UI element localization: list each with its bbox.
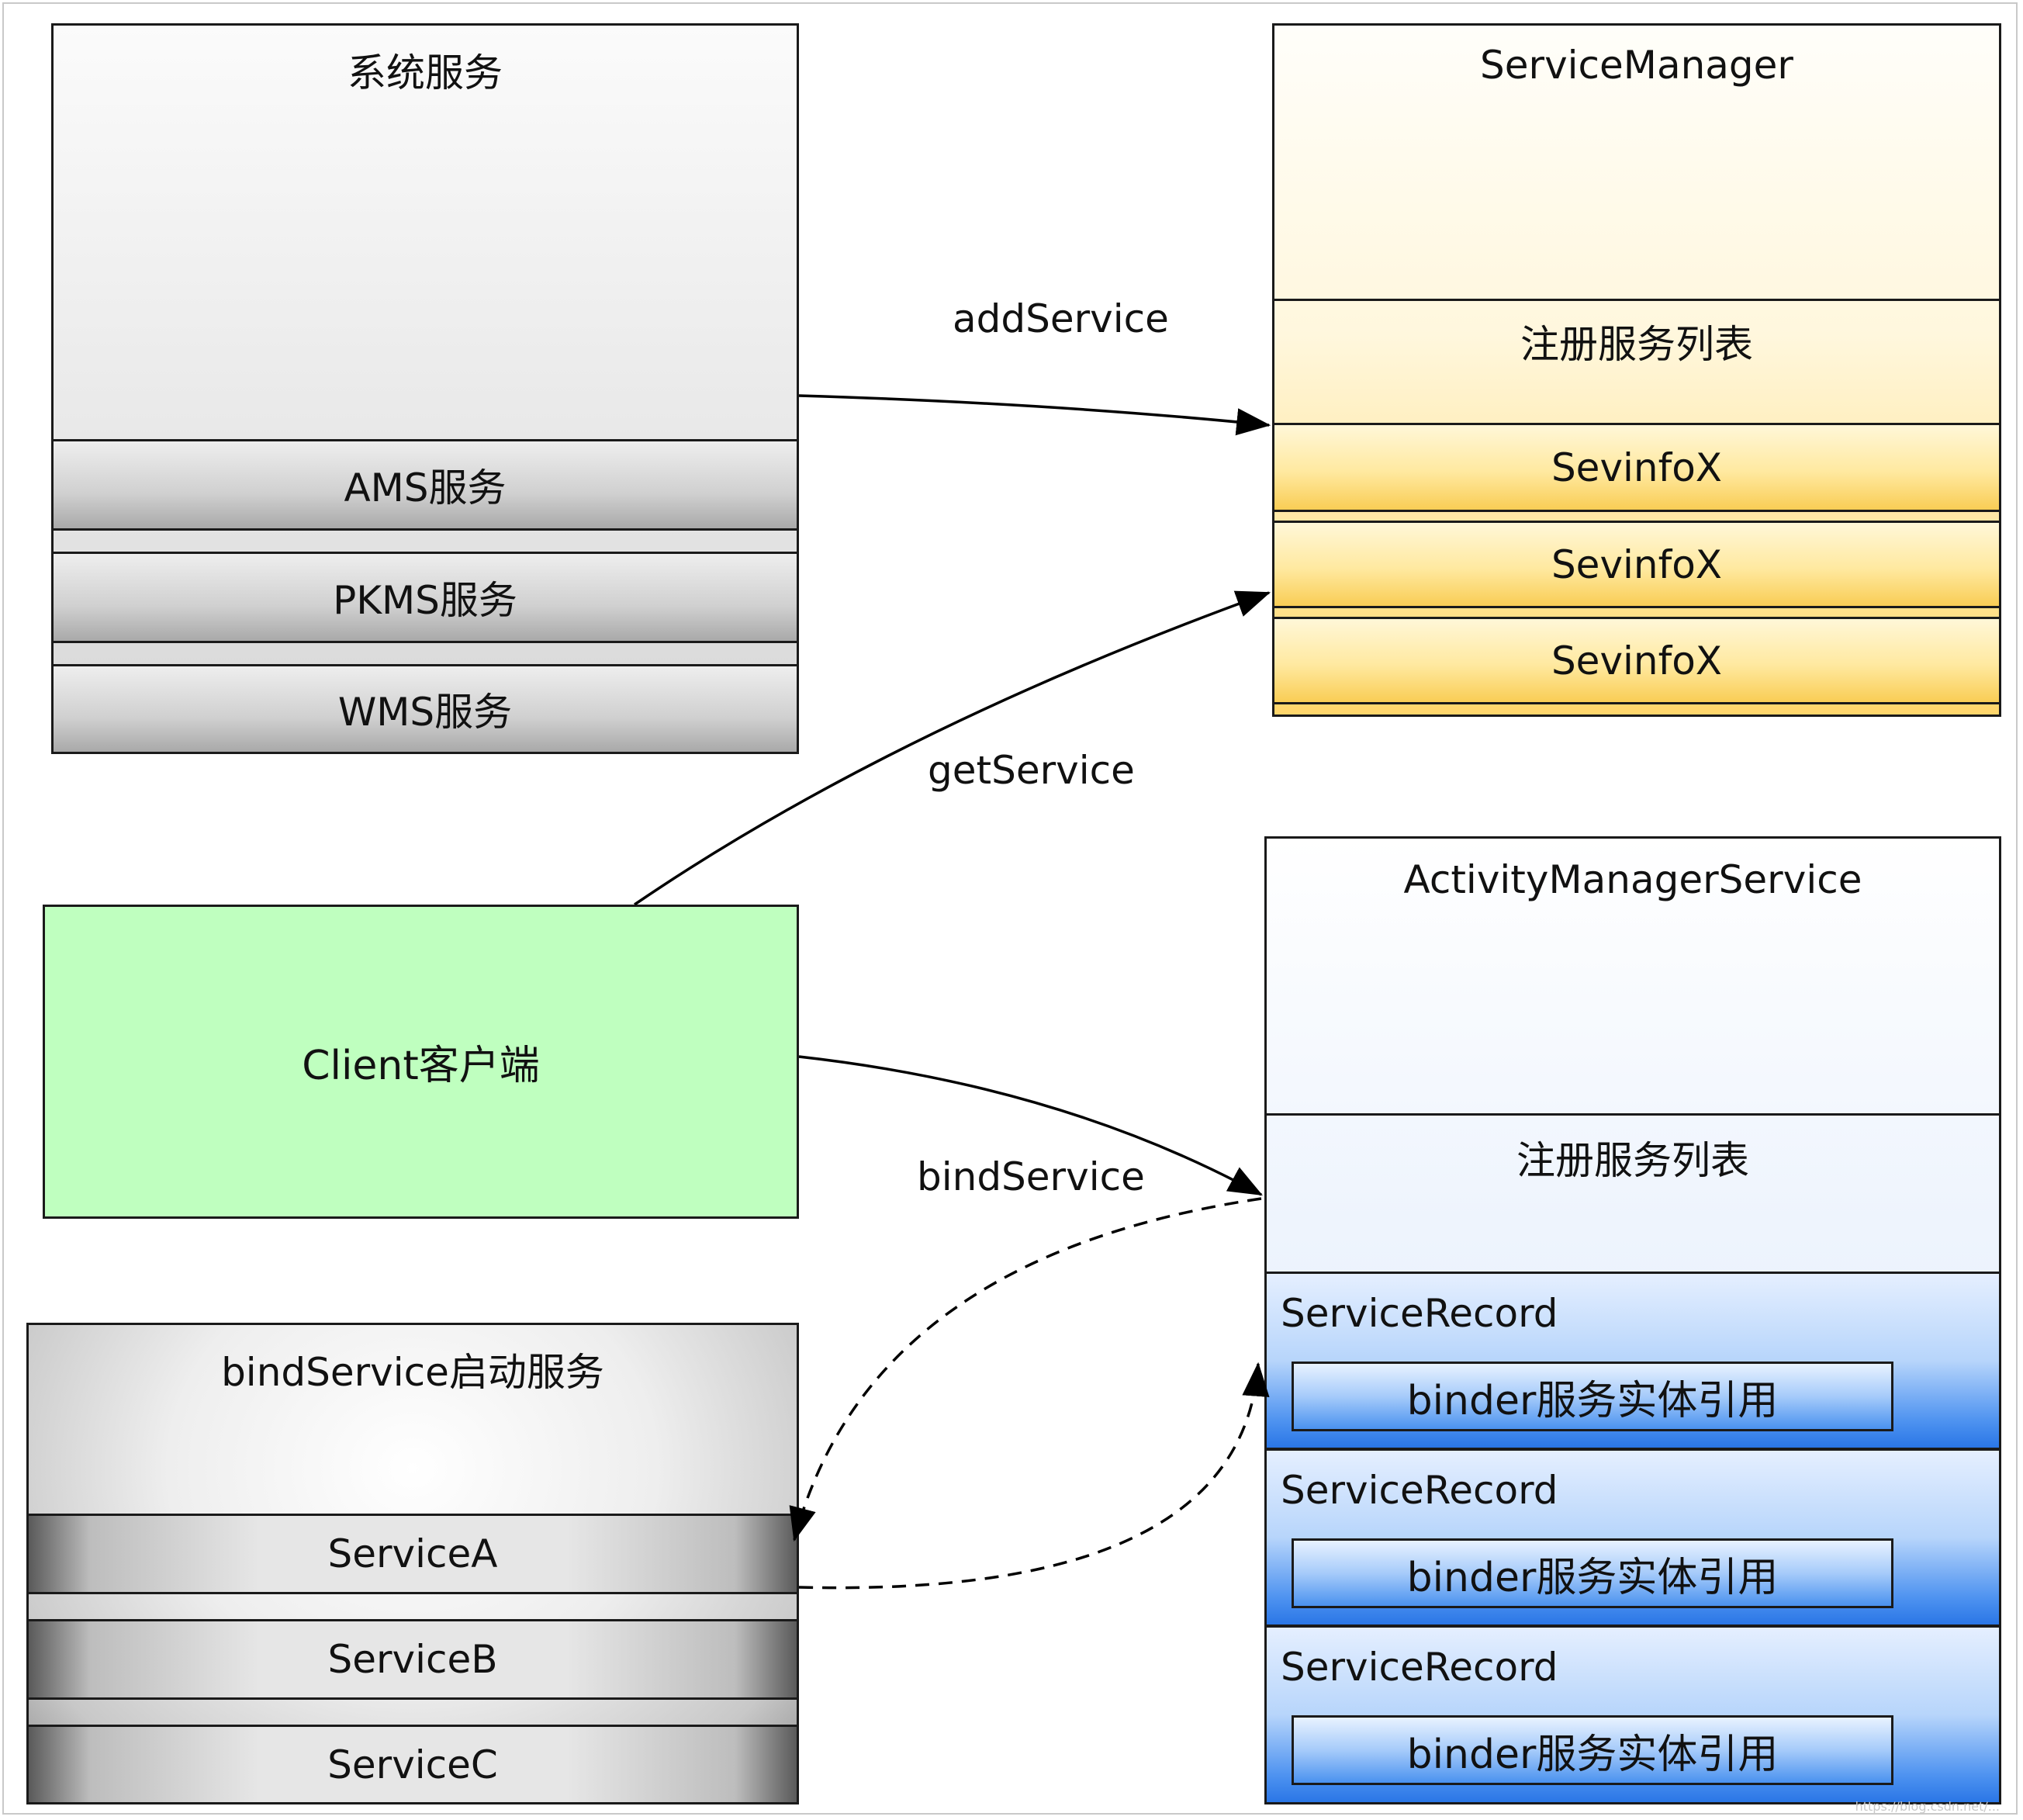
bind-service-arrow	[798, 1055, 1263, 1196]
service-a-to-binder-dashed-arrow	[798, 1362, 1270, 1590]
add-service-label: addService	[953, 296, 1169, 341]
ams-divider	[1267, 1113, 1999, 1116]
system-services-title: 系统服务	[348, 50, 503, 95]
binder-reference: binder服务实体引用	[1292, 1362, 1893, 1431]
service-b-item: ServiceB	[29, 1619, 797, 1700]
service-manager-title: ServiceManager	[1480, 43, 1793, 88]
service-record: ServiceRecord binder服务实体引用	[1267, 1625, 1999, 1802]
ams-title: ActivityManagerService	[1403, 857, 1862, 902]
sevinfo-item: SevinfoX	[1274, 521, 1999, 608]
wms-service-item: WMS服务	[54, 664, 797, 752]
service-record-name: ServiceRecord	[1281, 1468, 1558, 1513]
service-record-name: ServiceRecord	[1281, 1291, 1558, 1336]
bind-service-label: bindService	[917, 1154, 1145, 1199]
watermark: https://blog.csdn.net/...	[1855, 1799, 2000, 1814]
sevinfo-item: SevinfoX	[1274, 617, 1999, 704]
get-service-arrow	[634, 590, 1271, 906]
bind-service-box: bindService启动服务 ServiceA ServiceB Servic…	[26, 1323, 799, 1804]
ams-to-service-a-dashed-arrow	[789, 1197, 1262, 1542]
client-box: Client客户端	[43, 905, 799, 1219]
service-a-item: ServiceA	[29, 1514, 797, 1594]
bind-service-title: bindService启动服务	[221, 1350, 604, 1395]
sevinfo-item: SevinfoX	[1274, 423, 1999, 512]
service-record: ServiceRecord binder服务实体引用	[1267, 1448, 1999, 1627]
service-record-name: ServiceRecord	[1281, 1645, 1558, 1690]
activity-manager-service-box: ActivityManagerService 注册服务列表 ServiceRec…	[1264, 836, 2001, 1804]
system-services-box: 系统服务 AMS服务 PKMS服务 WMS服务	[51, 23, 799, 754]
service-manager-box: ServiceManager 注册服务列表 SevinfoX SevinfoX …	[1272, 23, 2001, 717]
ams-service-item: AMS服务	[54, 439, 797, 531]
binder-reference: binder服务实体引用	[1292, 1538, 1893, 1608]
ams-list-title: 注册服务列表	[1516, 1138, 1749, 1183]
binder-reference: binder服务实体引用	[1292, 1715, 1893, 1785]
get-service-label: getService	[928, 748, 1135, 793]
add-service-arrow	[798, 394, 1271, 436]
service-manager-list-title: 注册服务列表	[1520, 322, 1753, 367]
service-manager-divider	[1274, 299, 1999, 301]
service-c-item: ServiceC	[29, 1725, 797, 1802]
pkms-service-item: PKMS服务	[54, 552, 797, 643]
service-record: ServiceRecord binder服务实体引用	[1267, 1272, 1999, 1450]
